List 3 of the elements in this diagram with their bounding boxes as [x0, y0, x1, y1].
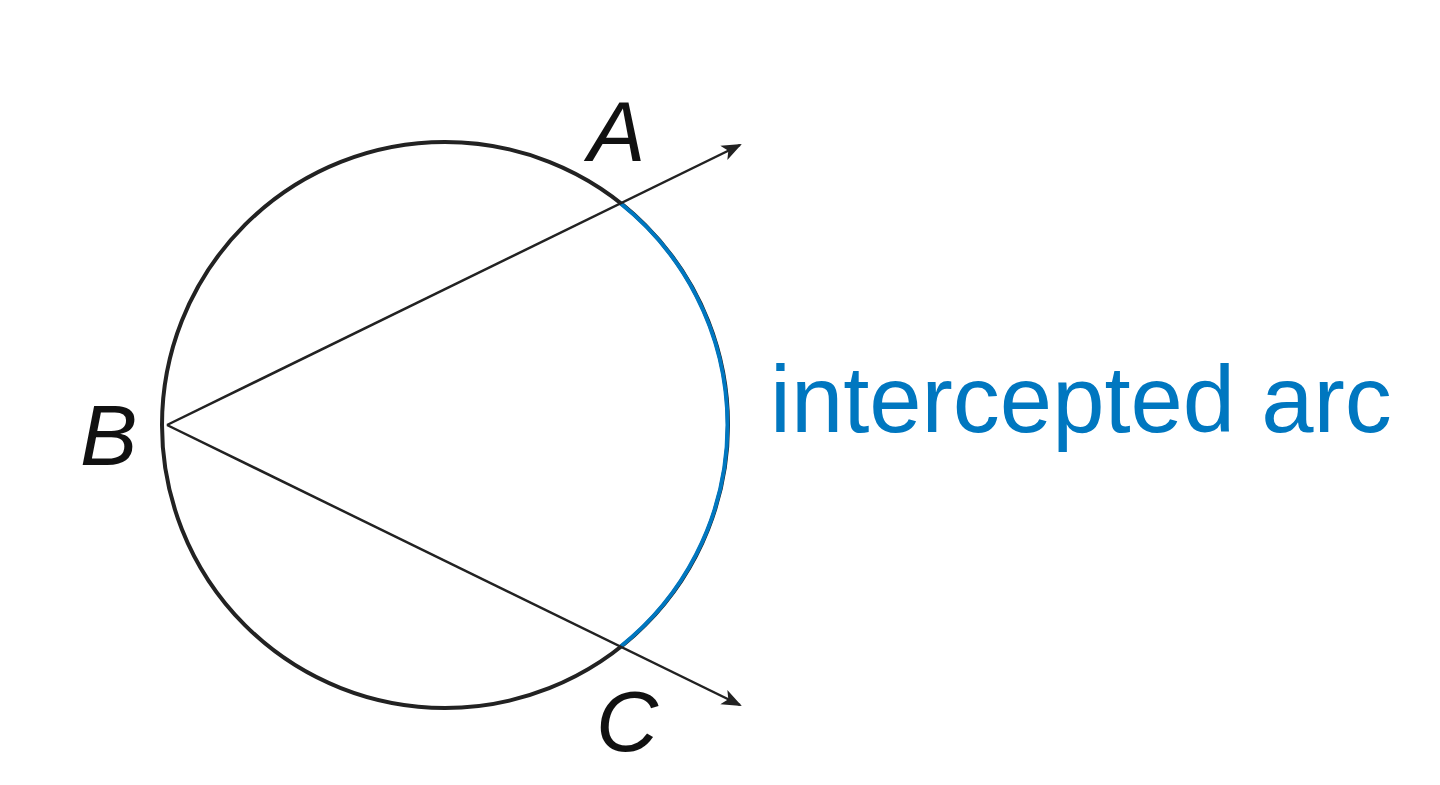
arc-label: intercepted arc [770, 346, 1392, 454]
point-label: B [80, 392, 138, 478]
point-label: C [596, 678, 659, 764]
